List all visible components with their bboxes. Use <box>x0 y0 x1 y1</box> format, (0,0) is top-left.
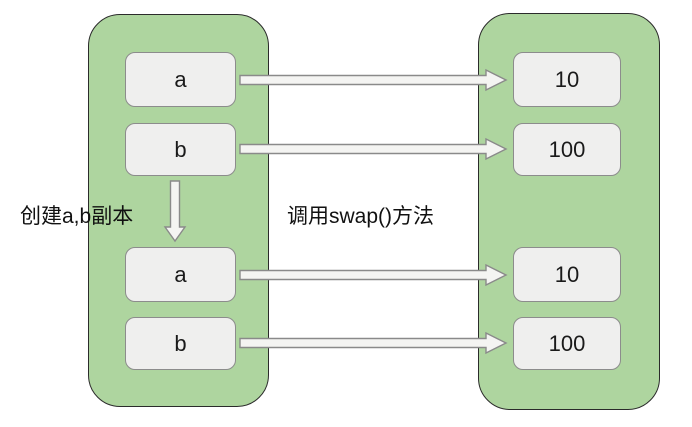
value-box-100-before: 100 <box>513 123 621 176</box>
value-box-10-before: 10 <box>513 52 621 107</box>
var-box-b-after: b <box>125 317 236 370</box>
var-box-b-before: b <box>125 123 236 176</box>
value-box-10-after: 10 <box>513 247 621 302</box>
arrow-a-to-10-after <box>239 263 508 287</box>
value-box-100-after: 100 <box>513 317 621 370</box>
arrow-a-to-10-before <box>239 68 508 92</box>
call-swap-label: 调用swap()方法 <box>287 205 435 228</box>
arrow-b-to-100-after <box>239 331 508 355</box>
create-copies-label: 创建a,b副本 <box>20 205 134 228</box>
arrow-b-to-100-before <box>239 137 508 161</box>
var-box-a-before: a <box>125 52 236 107</box>
var-box-a-after: a <box>125 247 236 302</box>
